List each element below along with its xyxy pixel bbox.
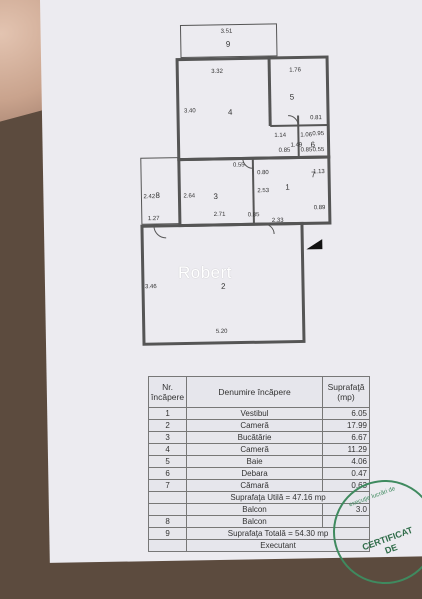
dim-label: 0.80: [257, 170, 269, 176]
dim-label: 0.55: [313, 147, 325, 153]
table-row: 8 Balcon: [147, 515, 370, 528]
room-number: 9: [226, 40, 231, 49]
dim-label: 3.32: [211, 69, 223, 75]
dim-label: 1.06: [300, 132, 312, 138]
cell-nr: 5: [147, 455, 188, 468]
table-row: 4 Cameră 11.29: [147, 443, 370, 456]
cell-nr: 9: [147, 527, 188, 540]
room-number: 1: [285, 183, 290, 192]
dim-label: 0.89: [314, 205, 326, 211]
table-row: 3 Bucătărie 6.67: [147, 431, 370, 444]
dim-label: 0.81: [310, 115, 322, 121]
room-number: 5: [290, 93, 295, 102]
room-number: 2: [221, 282, 226, 291]
table-header-row: Nr. încăpere Denumire încăpere Suprafaţă…: [147, 376, 370, 408]
cell-area: 6.67: [322, 431, 370, 444]
cell-name: Debara: [186, 467, 323, 480]
cell-nr: 8: [147, 515, 188, 528]
cell-area: 6.05: [322, 407, 370, 420]
room-number: 8: [155, 191, 160, 200]
door-arc-2: [242, 158, 254, 169]
dim-label: 1.49: [291, 142, 303, 148]
cell-area: 11.29: [322, 443, 370, 456]
wall-4-5: [267, 57, 272, 127]
cell-nr: [147, 503, 188, 516]
dim-label: 3.40: [184, 108, 196, 114]
room-number: 6: [310, 140, 315, 149]
cell-nr: 1: [147, 407, 188, 420]
dim-label: 0.95: [312, 131, 324, 137]
table-row: 7 Cămară 0.63: [147, 479, 370, 492]
dim-label: 2.42: [143, 194, 155, 200]
cell-name: Vestibul: [186, 407, 323, 420]
room-number: 7: [311, 170, 316, 179]
dim-label: 1.14: [274, 133, 286, 139]
wall-3-1: [251, 158, 255, 225]
dim-label: 0.85: [279, 148, 291, 154]
cell-name: Cameră: [186, 443, 323, 456]
executant-label: Executant: [186, 539, 370, 552]
dim-label: 5.20: [216, 329, 228, 335]
cell-nr: 7: [147, 479, 188, 492]
door-arc-3: [263, 223, 275, 235]
cell-nr: 3: [147, 431, 188, 444]
watermark: Robert: [178, 263, 233, 282]
room-number: 3: [213, 192, 218, 201]
upper-rooms-outline: [175, 55, 331, 162]
entrance-arrow: [306, 239, 323, 250]
dim-label: 2.53: [257, 188, 269, 194]
dim-label: 1.27: [148, 216, 160, 222]
cell-nr: 2: [147, 419, 188, 432]
table-row: 5 Baie 4.06: [147, 455, 370, 468]
room-number: 4: [228, 108, 233, 117]
cell-area: 4.06: [322, 455, 370, 468]
executant-row: Executant: [147, 539, 370, 552]
dim-label: 0.85: [301, 147, 313, 153]
cell-nr: 6: [147, 467, 188, 480]
cell-name: Cămară: [186, 479, 323, 492]
dim-label: 0.85: [248, 212, 260, 218]
header-name: Denumire încăpere: [186, 376, 323, 408]
dim-label: 2.33: [272, 218, 284, 224]
dim-label: 2.64: [183, 193, 195, 199]
table-row: 1 Vestibul 6.05: [147, 407, 370, 420]
header-nr: Nr. încăpere: [147, 376, 188, 408]
room-2-outline: [140, 221, 306, 346]
floor-plan-sheet: 3.51 3.32 1.76 3.40 0.81 1.14 1.49 1.06 …: [40, 0, 422, 563]
table-row: 2 Cameră 17.99: [147, 419, 370, 432]
floor-plan-drawing: 3.51 3.32 1.76 3.40 0.81 1.14 1.49 1.06 …: [140, 23, 332, 346]
cell-name: Cameră: [186, 419, 323, 432]
dim-label: 1.13: [313, 169, 325, 175]
cell-name: Bucătărie: [186, 431, 323, 444]
useful-total-row: Suprafaţa Utilă = 47.16 mp: [147, 491, 370, 504]
dim-label: 1.76: [289, 67, 301, 73]
rooms-table: Nr. încăpere Denumire încăpere Suprafaţă…: [147, 376, 370, 552]
door-arc-1: [288, 115, 299, 126]
dim-label: 3.46: [145, 284, 157, 290]
cell-name: Baie: [186, 455, 323, 468]
cell-name: Balcon: [186, 503, 323, 516]
header-area: Suprafaţă (mp): [322, 376, 370, 408]
dim-label: 2.71: [214, 212, 226, 218]
table-row: 6 Debara 0.47: [147, 467, 370, 480]
cell-nr: 4: [147, 443, 188, 456]
balcony-8-outline: [140, 157, 181, 225]
cell-area: 0.47: [322, 467, 370, 480]
balcony-9-outline: [179, 23, 278, 59]
dim-label: 0.55: [233, 162, 245, 168]
dim-label: 3.51: [221, 29, 233, 35]
cell-name: Balcon: [186, 515, 323, 528]
door-arc-4: [153, 225, 167, 239]
wall-6-7: [297, 115, 300, 158]
cell-area: 17.99: [322, 419, 370, 432]
